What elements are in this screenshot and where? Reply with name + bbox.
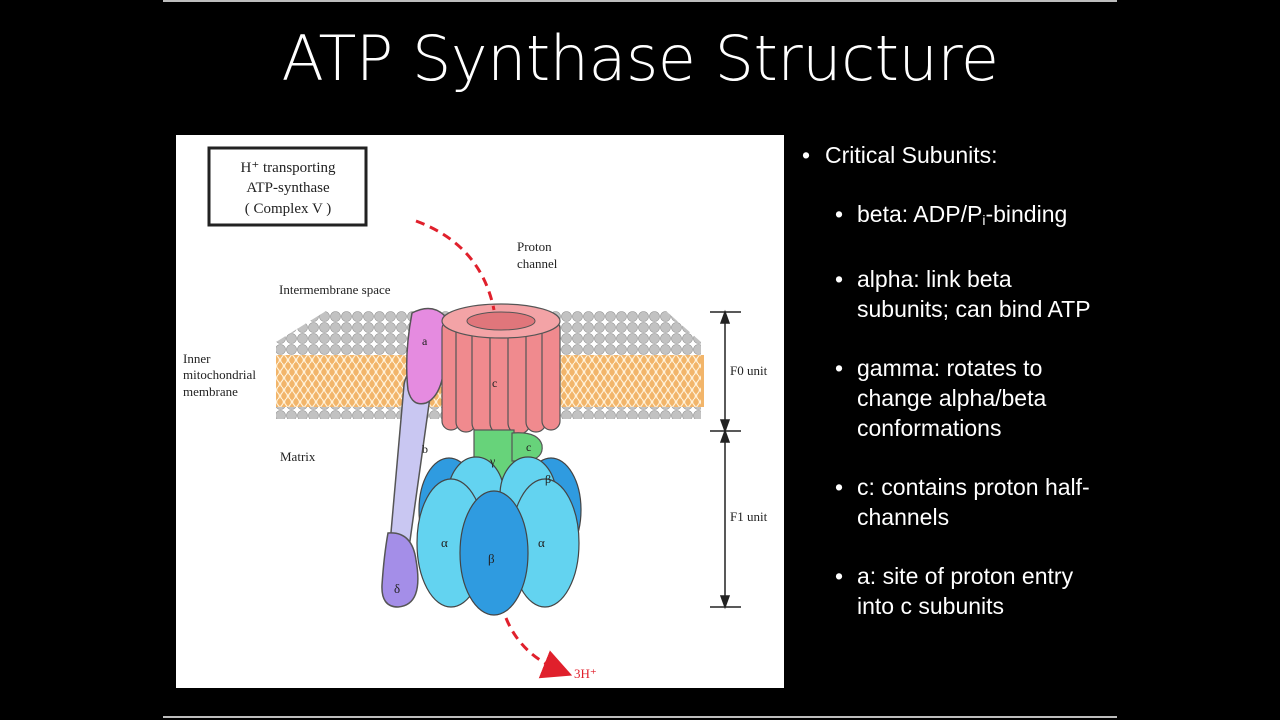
bullet-dot: • [835,563,844,589]
bottom-border [163,716,1117,718]
bullet-dot: • [835,355,844,381]
beta-top-label: β [545,472,551,486]
bullet-list: • Critical Subunits: • beta: ADP/Pi-bind… [800,140,1105,621]
bullet-c: • c: contains proton half-channels [835,474,1090,530]
proton-out-label: 3H⁺ [574,666,597,681]
beta-center-label: β [488,551,495,566]
complex-v-label-box: H⁺ transporting ATP-synthase ( Complex V… [207,146,368,227]
bullet-dot: • [835,266,844,292]
proton-path-out [504,617,573,679]
intermembrane-space-label: Intermembrane space [279,282,391,297]
delta-label: δ [394,581,400,596]
top-border [163,0,1117,2]
gamma-label: γ [489,454,496,468]
alpha-left-label: α [441,535,448,550]
bullet-gamma: • gamma: rotates to change alpha/beta co… [835,355,1047,441]
c-ring [441,303,561,435]
bullet-a: • a: site of proton entry into c subunit… [835,563,1074,619]
unit-bracket [710,309,741,610]
proton-channel-label-2: channel [517,256,558,271]
delta-subunit [381,532,419,608]
atp-synthase-diagram: H⁺ transporting ATP-synthase ( Complex V… [176,135,784,688]
inner-membrane-label-2: mitochondrial [183,367,256,382]
bullet-dot: • [835,474,844,500]
matrix-label: Matrix [280,449,316,464]
slide-title: ATP Synthase Structure [281,22,999,95]
a-label: a [422,334,428,348]
f1-unit-label: F1 unit [730,509,768,524]
inner-membrane-label-1: Inner [183,351,211,366]
box-line-2: ATP-synthase [246,180,330,196]
a-subunit [405,307,448,405]
bullet-critical-subunits: • Critical Subunits: [802,142,998,168]
slide: ATP Synthase Structure H⁺ transporti [163,0,1117,720]
b-label: b [422,442,428,456]
inner-membrane-label-3: membrane [183,384,238,399]
c-label: c [492,376,497,390]
bullet-dot: • [802,142,811,168]
bullet-dot: • [835,201,844,227]
f1-head [416,456,582,616]
bullet-alpha: • alpha: link beta subunits; can bind AT… [835,266,1091,322]
proton-channel-label-1: Proton [517,239,552,254]
proton-path-in [415,219,496,311]
alpha-right-label: α [538,535,545,550]
bullet-beta: • beta: ADP/Pi-binding [835,201,1068,228]
c2-label: c [526,440,531,454]
box-line-3: ( Complex V ) [245,201,332,217]
f0-unit-label: F0 unit [730,363,768,378]
box-line-1: H⁺ transporting [241,160,336,176]
